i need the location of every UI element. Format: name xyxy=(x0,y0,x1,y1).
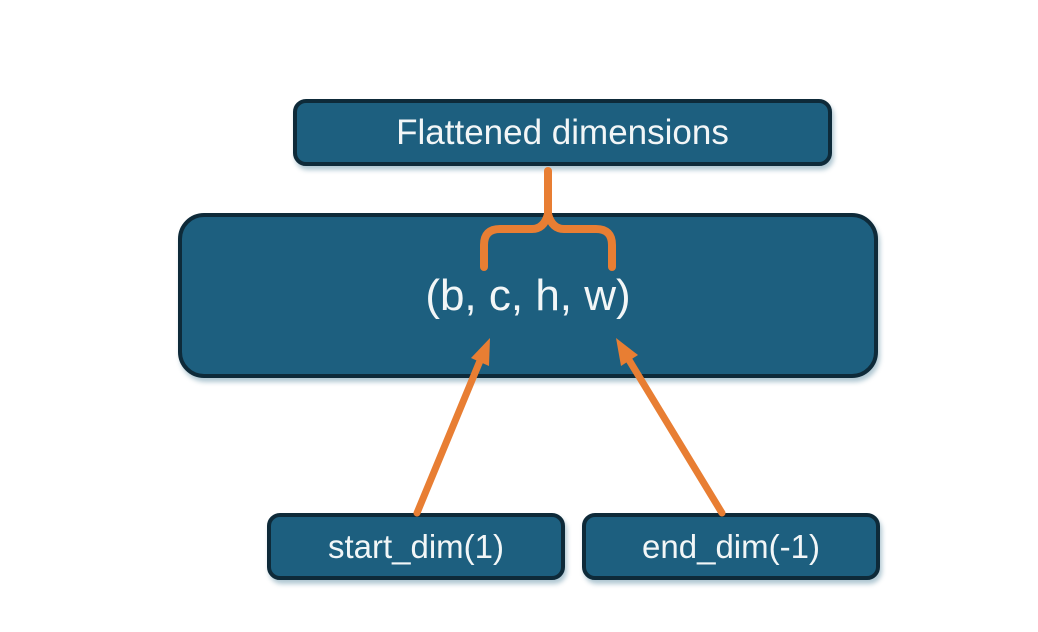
flattened-dimensions-box: Flattened dimensions xyxy=(293,99,832,166)
start-dim-label: start_dim(1) xyxy=(327,527,505,565)
end-dim-arrow-line xyxy=(622,351,726,517)
flattened-dimensions-label: Flattened dimensions xyxy=(396,112,729,152)
end-dim-label: end_dim(-1) xyxy=(642,527,820,565)
start-dim-arrow-line xyxy=(413,352,486,517)
start-dim-box: start_dim(1) xyxy=(267,513,565,580)
tensor-shape-label: (b, c, h, w) xyxy=(425,270,631,320)
end-dim-box: end_dim(-1) xyxy=(582,513,880,580)
tensor-shape-box: (b, c, h, w) xyxy=(178,213,878,378)
